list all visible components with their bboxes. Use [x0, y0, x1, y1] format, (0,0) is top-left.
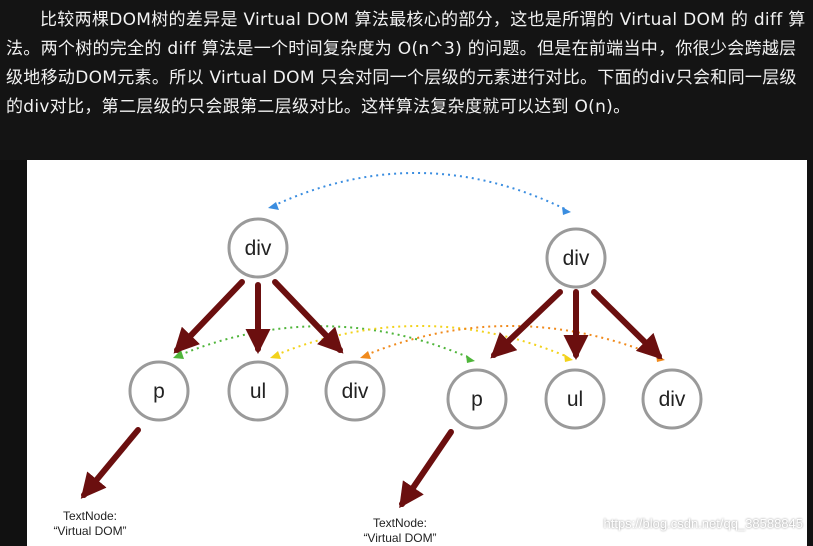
right-edge-div-p — [490, 289, 563, 359]
right-edge-p-textnode — [399, 429, 454, 509]
left-div-node: div — [324, 360, 386, 422]
root-compare-link — [272, 172, 568, 211]
ul-compare-head-left — [270, 351, 281, 359]
right-div-node: div — [641, 368, 703, 430]
ul-compare-head-right — [564, 354, 573, 362]
left-edge-div-div — [272, 279, 344, 354]
right-edge-div-div — [591, 289, 663, 360]
p-compare-head-right — [466, 355, 475, 363]
left-ul-label: ul — [250, 380, 266, 403]
right-div-label: div — [659, 388, 686, 411]
right-textnode-line2: “Virtual DOM” — [363, 531, 436, 545]
right-textnode-line1: TextNode: — [373, 516, 427, 530]
left-textnode-line2: “Virtual DOM” — [53, 524, 126, 538]
p-compare-link — [179, 325, 471, 359]
right-p-label: p — [471, 388, 483, 411]
right-root-node: div — [545, 227, 607, 289]
right-root-label: div — [563, 247, 590, 270]
caption-text: 比较两棵DOM树的差异是 Virtual DOM 算法最核心的部分，这也是所谓的… — [6, 10, 806, 117]
div-compare-link — [365, 325, 661, 358]
root-compare-head-left — [268, 202, 279, 210]
left-edge-p-textnode — [80, 427, 141, 499]
root-compare-head-right — [562, 207, 571, 215]
ul-compare-link — [275, 325, 569, 358]
div-compare-head-left — [360, 351, 371, 359]
caption-area: 比较两棵DOM树的差异是 Virtual DOM 算法最核心的部分，这也是所谓的… — [0, 0, 813, 160]
left-edge-div-p — [173, 279, 245, 354]
left-root-label: div — [245, 237, 272, 260]
right-ul-label: ul — [567, 388, 583, 411]
left-p-node: p — [128, 360, 190, 422]
watermark: https://blog.csdn.net/qq_38588845 — [603, 516, 804, 531]
right-p-node: p — [446, 368, 508, 430]
right-ul-node: ul — [544, 368, 606, 430]
left-ul-node: ul — [227, 360, 289, 422]
left-p-label: p — [153, 380, 165, 403]
left-root-node: div — [227, 217, 289, 279]
left-textnode-line1: TextNode: — [63, 509, 117, 523]
left-div-label: div — [342, 380, 369, 403]
